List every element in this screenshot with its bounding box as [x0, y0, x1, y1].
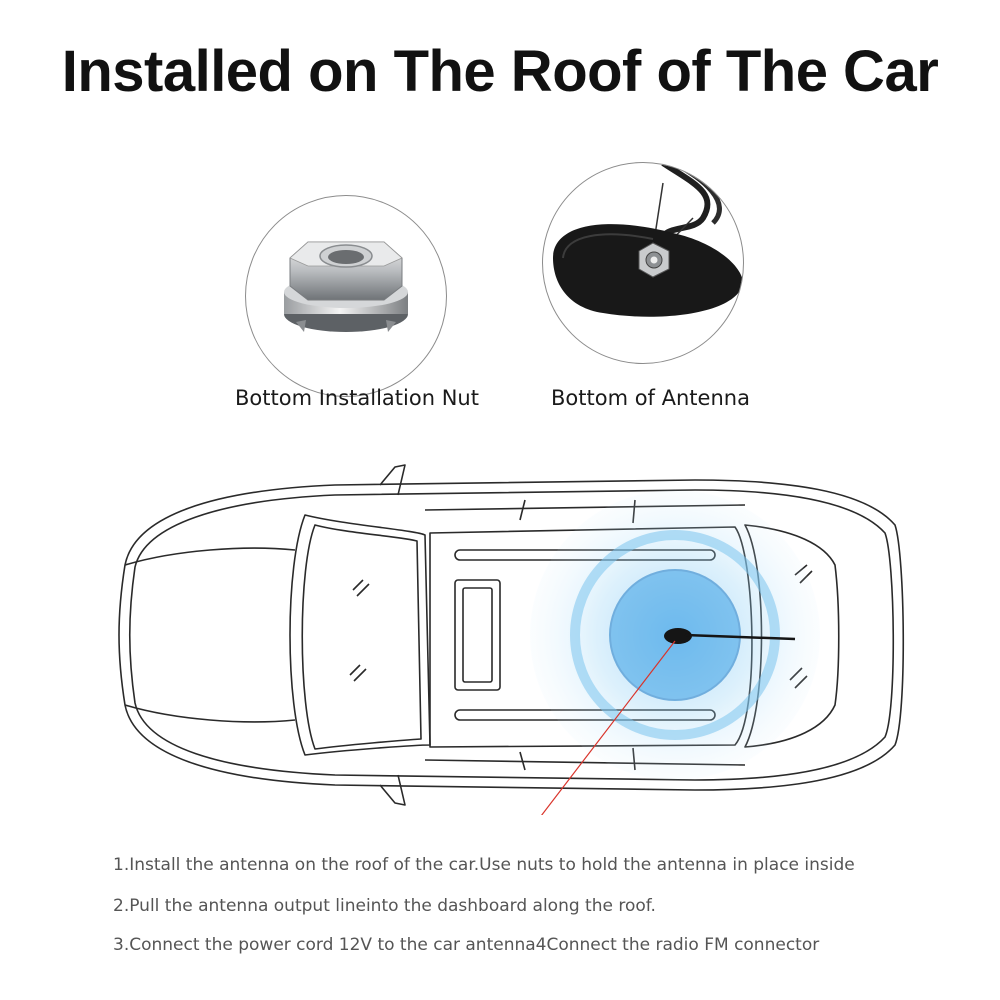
instruction-step-3: 3.Connect the power cord 12V to the car …: [113, 935, 820, 955]
instruction-step-1: 1.Install the antenna on the roof of the…: [113, 855, 855, 875]
page-title: Installed on The Roof of The Car: [61, 39, 939, 104]
pointer-line: [541, 640, 676, 815]
antenna-base-icon: [553, 163, 743, 317]
nut-caption: Bottom Installation Nut: [235, 386, 479, 410]
car-roof-diagram: [118, 464, 905, 815]
hex-nut-icon: [284, 241, 408, 332]
roof-antenna-icon: [664, 628, 796, 644]
antenna-base-caption: Bottom of Antenna: [551, 386, 750, 410]
instruction-step-2: 2.Pull the antenna output lineinto the d…: [113, 896, 656, 916]
antenna-base-detail-image: [542, 162, 744, 364]
nut-detail-image: [245, 195, 447, 397]
signal-ring-middle: [570, 530, 780, 740]
